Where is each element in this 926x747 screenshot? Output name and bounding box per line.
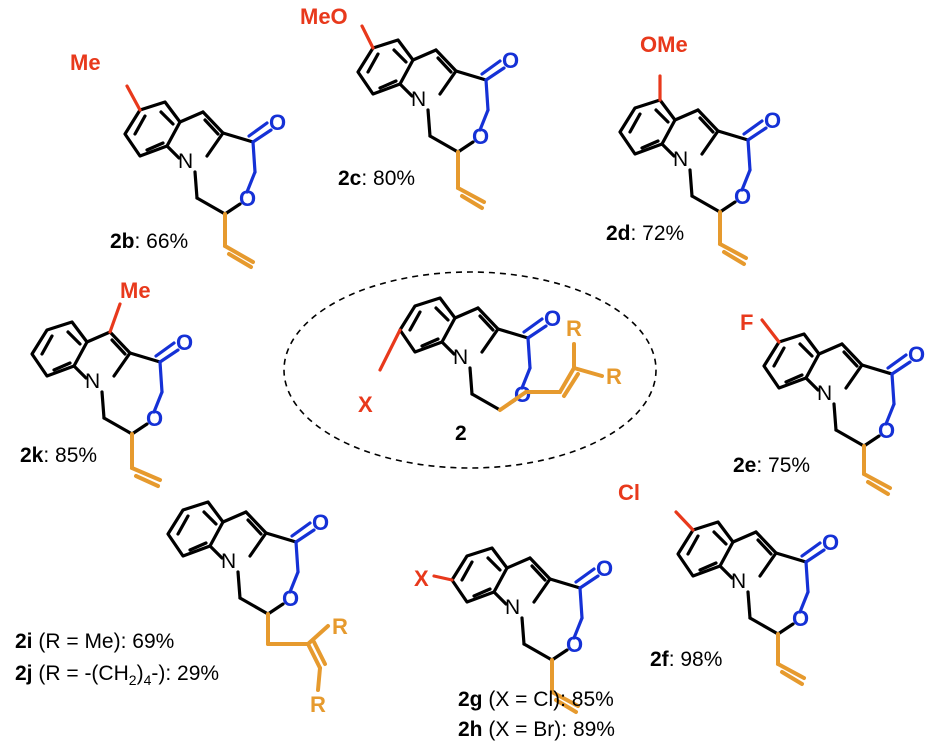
svg-text:2h (X = Br): 89%: 2h (X = Br): 89% xyxy=(458,718,615,741)
yield-text: : 85% xyxy=(43,444,97,467)
svg-text:2f: 98%: 2f: 98% xyxy=(650,648,722,671)
svg-text:2g (X = Cl): 85%: 2g (X = Cl): 85% xyxy=(458,688,614,711)
yield-text: : 66% xyxy=(135,230,189,253)
compound-2e: F 2e: 75% xyxy=(733,310,926,496)
substituent-label: OMe xyxy=(640,32,688,57)
compound-id: 2k xyxy=(20,444,44,467)
substituent-label: Me xyxy=(120,278,151,303)
condition-yield-text: (R = Me): 69% xyxy=(33,630,175,653)
yield-text: : 72% xyxy=(631,222,685,245)
compound-id: 2 xyxy=(455,422,467,445)
svg-text:2k: 85%: 2k: 85% xyxy=(20,444,97,467)
compound-2f: Cl 2f: 98% xyxy=(618,480,841,686)
compound-2b: Me 2b: 66% xyxy=(70,50,288,269)
svg-text:2j (R = -(CH2)4-): 29%: 2j (R = -(CH2)4-): 29% xyxy=(15,662,219,688)
svg-text:2e: 75%: 2e: 75% xyxy=(733,454,810,477)
compound-id: 2b xyxy=(110,230,135,253)
r-bottom-label: R xyxy=(310,692,326,717)
compound-2k: Me 2k: 85% xyxy=(20,278,195,488)
condition-yield-text: (X = Cl): 85% xyxy=(483,688,614,711)
yield-text: : 98% xyxy=(669,648,723,671)
condition-yield-text: (X = Br): 89% xyxy=(483,718,615,741)
svg-text:2i (R = Me): 69%: 2i (R = Me): 69% xyxy=(15,630,174,653)
compound-id: 2c xyxy=(338,167,362,190)
yield-text: : 80% xyxy=(361,167,415,190)
compound-id: 2g xyxy=(458,688,483,711)
substituent-label: Me xyxy=(70,50,101,75)
compound-2d: OMe 2d: 72% xyxy=(606,32,783,266)
svg-text:2d: 72%: 2d: 72% xyxy=(606,222,684,245)
core-structure-2: X R R 2 xyxy=(283,271,657,469)
substituent-label: MeO xyxy=(300,4,348,29)
compound-2i-2j: R R 2i (R = Me): 69% 2j (R = -(CH2)4-): … xyxy=(15,500,348,717)
substituent-label: Cl xyxy=(618,480,640,505)
compound-id: 2h xyxy=(458,718,483,741)
r-top-label: R xyxy=(566,316,582,341)
compound-id: 2j xyxy=(15,662,33,685)
r-bottom-label: R xyxy=(606,364,622,389)
yield-text: : 75% xyxy=(756,454,810,477)
dashed-highlight-ellipse xyxy=(283,271,657,469)
substituent-label: X xyxy=(414,566,429,591)
svg-text:2b: 66%: 2b: 66% xyxy=(110,230,188,253)
substituent-x-label: X xyxy=(358,392,373,417)
compound-2g-2h: X 2g (X = Cl): 85% 2h (X = Br): 89% xyxy=(414,546,615,741)
svg-text:2c: 80%: 2c: 80% xyxy=(338,167,415,190)
substituent-label: F xyxy=(740,310,753,335)
compound-id: 2i xyxy=(15,630,33,653)
compound-id: 2d xyxy=(606,222,631,245)
compound-2c: MeO 2c: 80% xyxy=(300,4,521,210)
r-top-label: R xyxy=(332,614,348,639)
compound-id: 2e xyxy=(733,454,756,477)
compound-id: 2f xyxy=(650,648,670,671)
